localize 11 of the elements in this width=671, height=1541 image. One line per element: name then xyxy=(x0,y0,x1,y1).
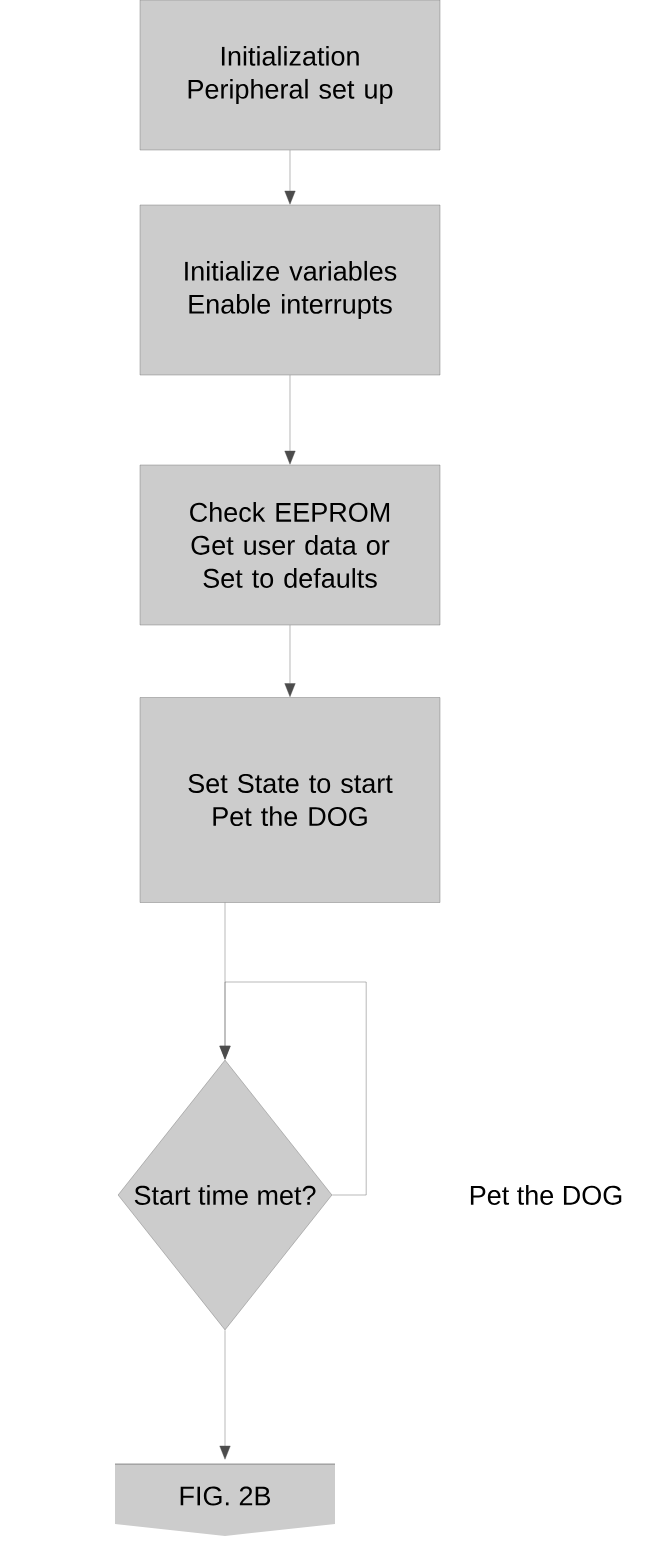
process-box: Initialization Peripheral set up xyxy=(139,0,441,151)
off-page-connector: FIG. 2B xyxy=(114,1463,336,1536)
note-label: Pet the DOG xyxy=(470,1185,622,1205)
arrow xyxy=(219,1330,231,1460)
process-box: Check EEPROM Get user data or Set to defaults xyxy=(139,464,441,626)
process-box: Initialize variables Enable interrupts xyxy=(139,204,441,376)
arrow xyxy=(284,625,296,697)
arrow xyxy=(284,150,296,205)
process-box: Set State to start Pet the DOG xyxy=(139,697,441,903)
loop-arrow xyxy=(219,981,367,1196)
arrow xyxy=(284,375,296,465)
